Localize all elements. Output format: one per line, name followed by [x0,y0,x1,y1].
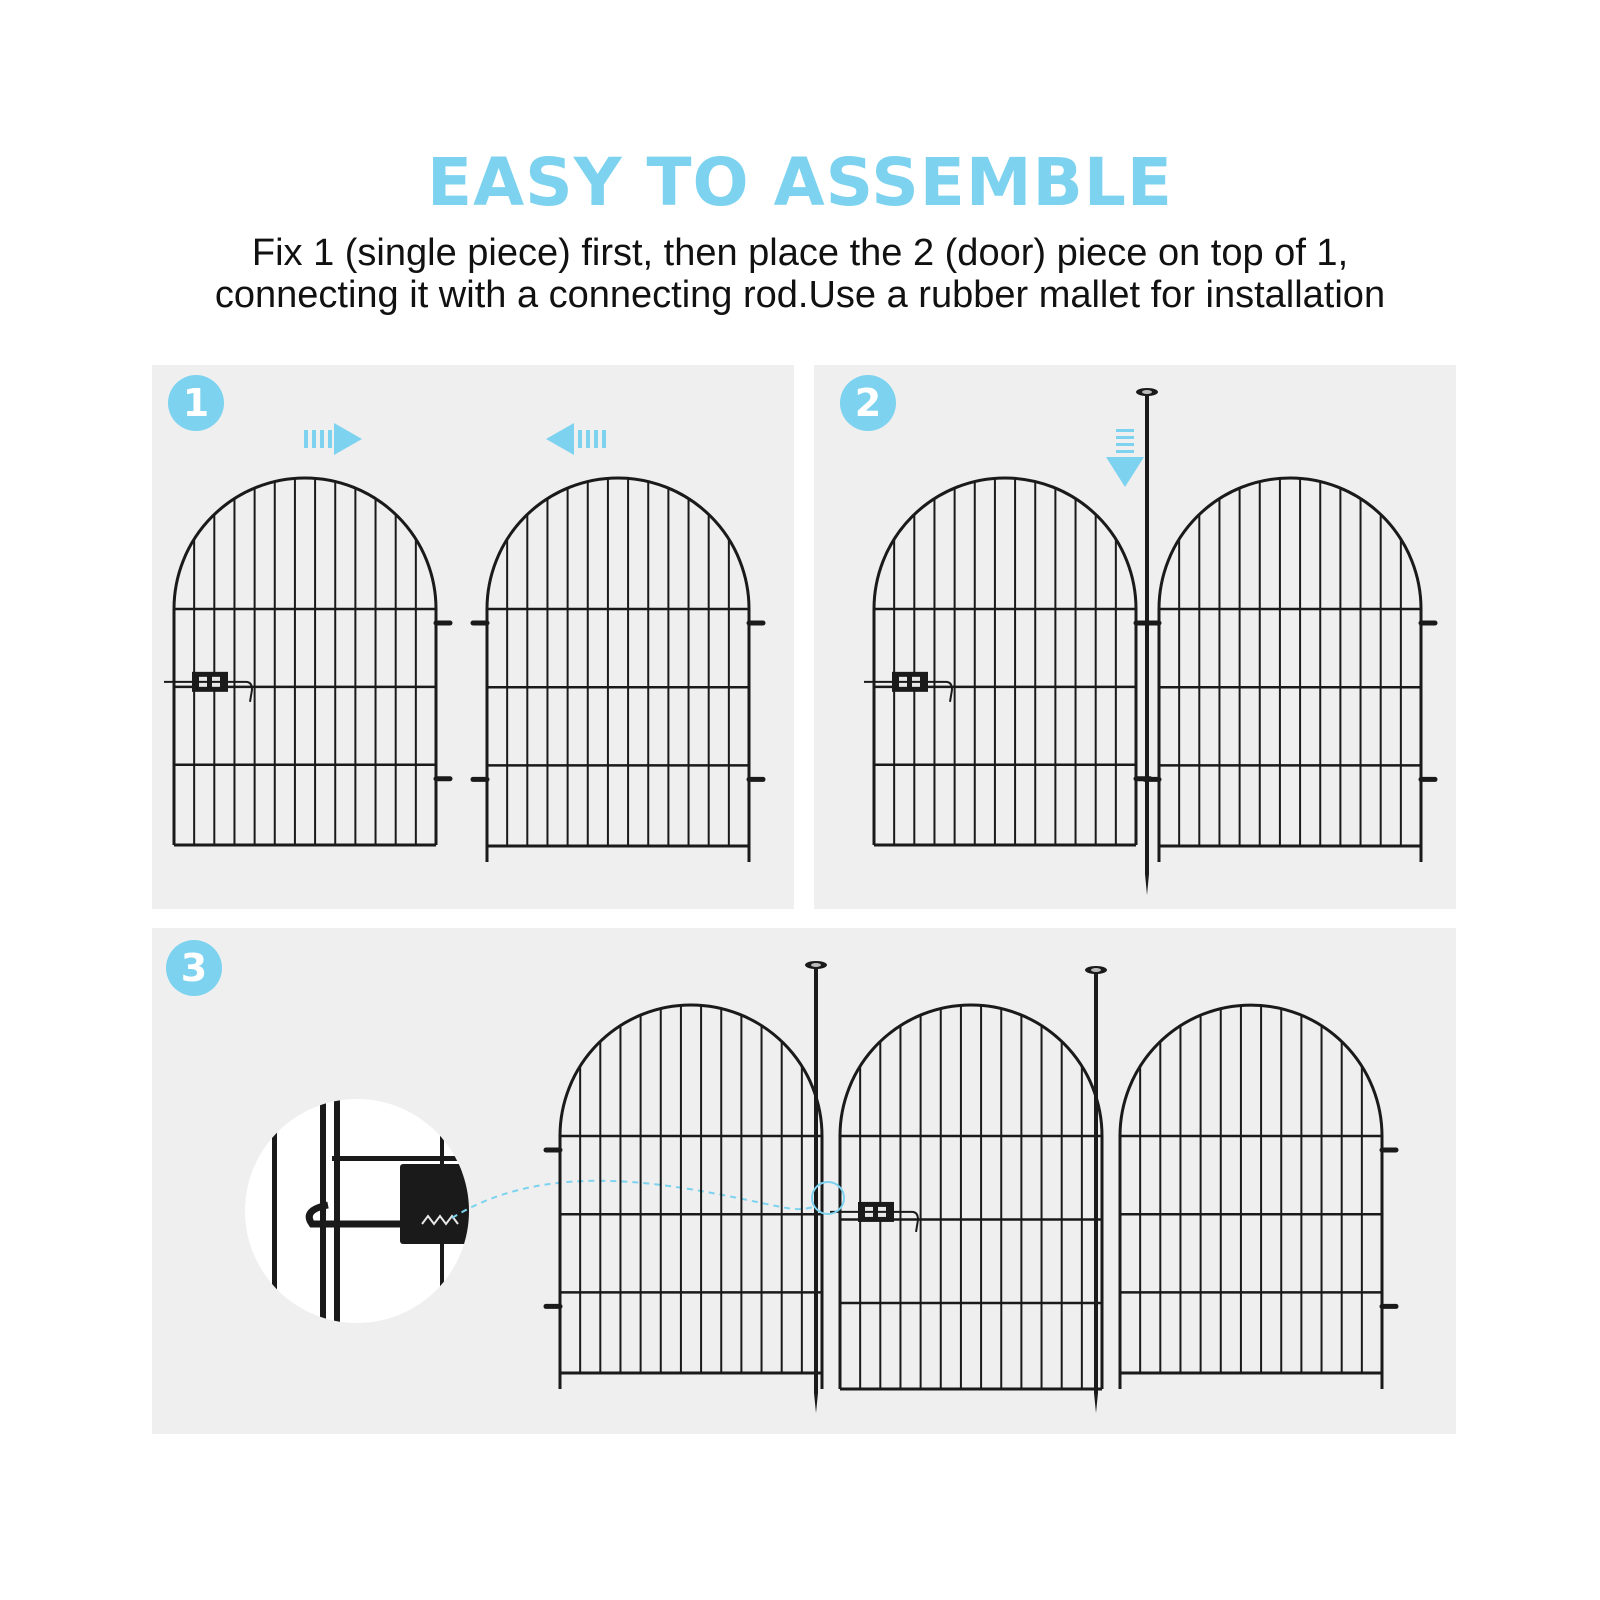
instructions-line-1: Fix 1 (single piece) first, then place t… [251,232,1349,274]
fence-single-panel [470,476,766,862]
connecting-rod [1136,388,1158,895]
step-1-panel: 1 [152,365,794,909]
step-3-illustration [245,961,1399,1413]
step-2-illustration [864,388,1438,895]
connecting-rod [1085,966,1107,1413]
fence-door-panel [830,1003,1104,1391]
step-3-badge: 3 [166,940,222,996]
fence-single-panel [1142,476,1438,862]
connecting-rod [805,961,827,1413]
fence-single-panel [1118,1003,1399,1389]
step-1-badge: 1 [168,375,224,431]
latch-highlight-circle [811,1181,845,1215]
step-2-panel: 2 [814,365,1456,909]
fence-single-panel [543,1003,824,1389]
fence-door-panel [864,476,1153,847]
instructions-text: Fix 1 (single piece) first, then place t… [100,232,1500,316]
step-3-panel: 3 [152,928,1456,1434]
step-2-badge: 2 [840,375,896,431]
arrow-left-icon [546,423,606,455]
fence-door-panel [164,476,453,847]
instructions-line-2: connecting it with a connecting rod.Use … [214,274,1386,316]
step-1-illustration [164,423,766,862]
latch-zoom-detail [245,1099,818,1323]
page-title: EASY TO ASSEMBLE [427,144,1173,221]
arrow-right-icon [304,423,362,455]
arrow-down-icon [1106,429,1144,487]
